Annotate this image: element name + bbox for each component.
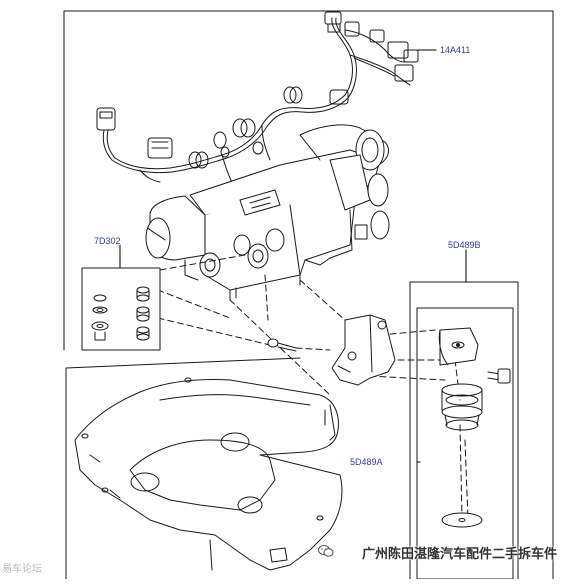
watermark-seller: 广州陈田湛隆汽车配件二手拆车件: [361, 547, 557, 562]
callout-mount-kit-label: 5D489B: [448, 240, 481, 250]
frame-border: [63, 10, 554, 580]
valve-block: [145, 124, 390, 301]
callout-harness-label: 14A411: [440, 45, 471, 55]
callout-seal-kit-label: 7D302: [94, 236, 121, 246]
base-tray: [65, 357, 343, 580]
mount-kit-box: [409, 281, 519, 580]
seal-kit-box: [81, 267, 161, 351]
watermark-forum: 易车论坛: [2, 564, 42, 575]
mounting-bracket: [331, 314, 396, 386]
wiring-harness: [96, 11, 419, 183]
bracket-bolt: [267, 338, 297, 352]
wechat-icon: [318, 545, 334, 557]
callout-isolator-label: 5D489A: [350, 457, 383, 467]
